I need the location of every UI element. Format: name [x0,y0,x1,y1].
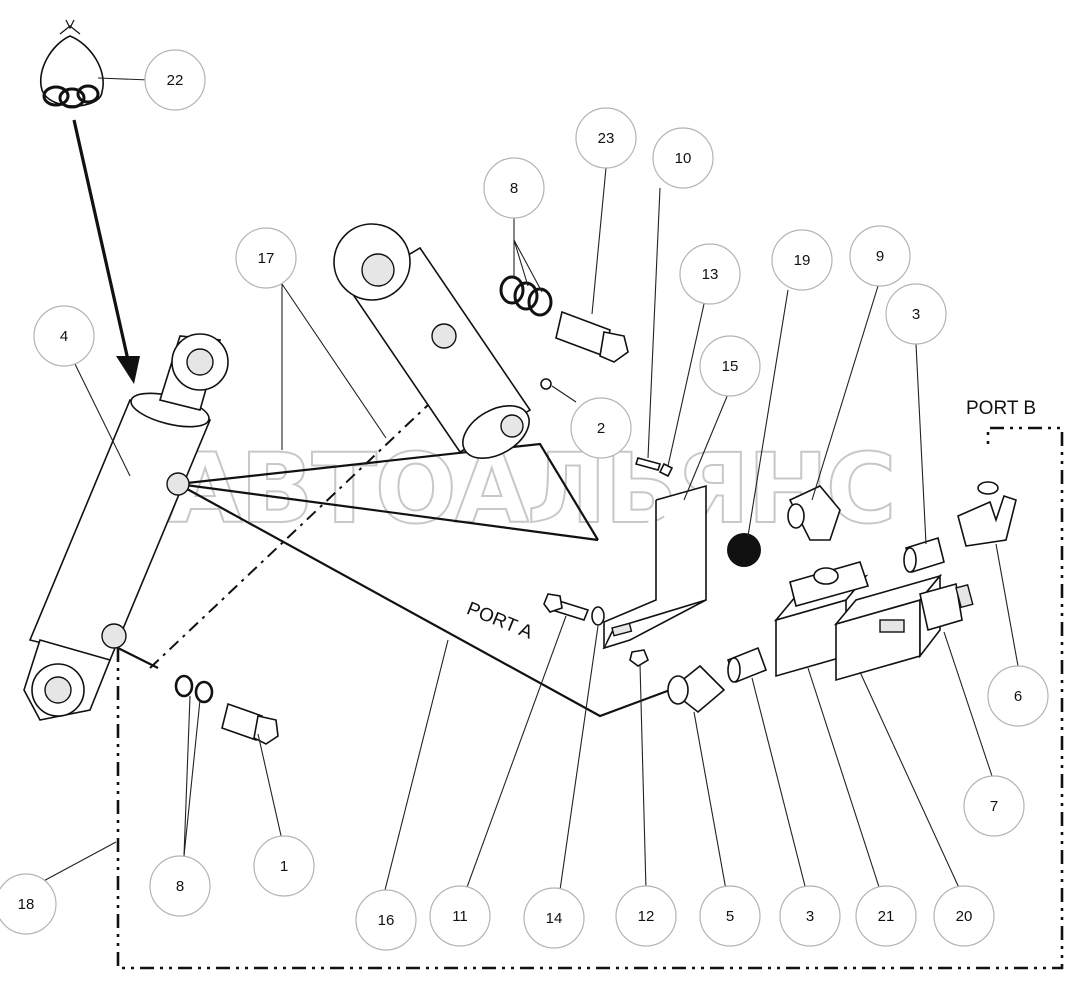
callout-11: 11 [429,885,491,947]
callout-18: 18 [0,873,57,935]
callout-5: 5 [699,885,761,947]
svg-text:21: 21 [878,908,895,925]
callout-3-bottom: 3 [779,885,841,947]
part-15-bracket [602,484,707,650]
svg-text:12: 12 [638,908,655,925]
hose-v [177,442,599,541]
port-a-hose [177,483,671,718]
part-12-nut [629,649,649,667]
callout-15: 15 [699,335,761,397]
part-6-elbow [957,481,1017,547]
svg-text:2: 2 [597,420,605,437]
svg-text:17: 17 [258,250,275,267]
part-17-cylinder [333,223,552,460]
part-23-banjo-bolt [555,310,629,363]
callout-3-top: 3 [885,283,947,345]
arrow-head [116,356,140,384]
callout-8-bottom: 8 [149,855,211,917]
callout-16: 16 [355,889,417,951]
svg-text:10: 10 [675,150,692,167]
part-7-solenoid-coil [919,582,974,632]
svg-text:1: 1 [280,858,288,875]
svg-text:20: 20 [956,908,973,925]
svg-text:19: 19 [794,252,811,269]
part-9-elbow [787,485,841,541]
svg-text:14: 14 [546,910,563,927]
svg-text:6: 6 [1014,688,1022,705]
watermark: АВТОАЛЬЯНС [168,433,894,545]
callout-19: 19 [771,229,833,291]
svg-text:4: 4 [60,328,68,345]
part-3-adapter-top [903,536,945,574]
callout-2: 2 [570,397,632,459]
hose-upper [177,482,599,542]
callout-21: 21 [855,885,917,947]
callout-20: 20 [933,885,995,947]
callout-8-top: 8 [483,157,545,219]
port-b-label: PORT B [966,398,1036,419]
svg-text:22: 22 [167,72,184,89]
svg-text:5: 5 [726,908,734,925]
part-10-bolt [634,457,674,478]
callout-6: 6 [987,665,1049,727]
arrow-shaft [72,119,130,361]
center-line-17 [149,369,466,669]
svg-text:3: 3 [912,306,920,323]
svg-text:16: 16 [378,912,395,929]
svg-text:8: 8 [510,180,518,197]
callout-10: 10 [652,127,714,189]
callout-7: 7 [963,775,1025,837]
svg-text:9: 9 [876,248,884,265]
svg-text:18: 18 [18,896,35,913]
leader-lines [37,77,1019,895]
port-a-label: PORT A [464,598,536,643]
part-3-adapter-bottom [726,646,768,684]
svg-text:11: 11 [452,908,468,925]
part-8-orings-top [499,275,553,317]
svg-text:8: 8 [176,878,184,895]
part-22-seal-kit-bag [39,19,104,109]
callout-9: 9 [849,225,911,287]
callout-12: 12 [615,885,677,947]
part-5-elbow [667,664,726,714]
part-8-orings-bottom [174,674,214,704]
svg-text:23: 23 [598,130,615,147]
part-4-cylinder [23,333,229,721]
callout-22: 22 [144,49,206,111]
hose-short [117,647,159,669]
part-1-banjo-plug [221,702,279,745]
port-b-line [116,426,1064,970]
callout-1: 1 [253,835,315,897]
callout-13: 13 [679,243,741,305]
part-11-bolt [543,593,590,621]
part-19-plug [727,533,761,567]
part-2-nipple [540,378,552,390]
callout-14: 14 [523,887,585,949]
svg-text:13: 13 [702,266,719,283]
callout-bubbles: 22 23 10 8 17 13 19 9 4 15 3 2 6 7 18 8 … [0,49,1049,951]
callout-23: 23 [575,107,637,169]
part-13-nut [658,462,674,478]
svg-text:15: 15 [722,358,739,375]
hydraulic-lines [72,119,1064,970]
svg-text:7: 7 [990,798,998,815]
callout-4: 4 [33,305,95,367]
svg-text:3: 3 [806,908,814,925]
callout-17: 17 [235,227,297,289]
part-14-washer [591,606,605,626]
part-21-valve-block [773,561,870,678]
